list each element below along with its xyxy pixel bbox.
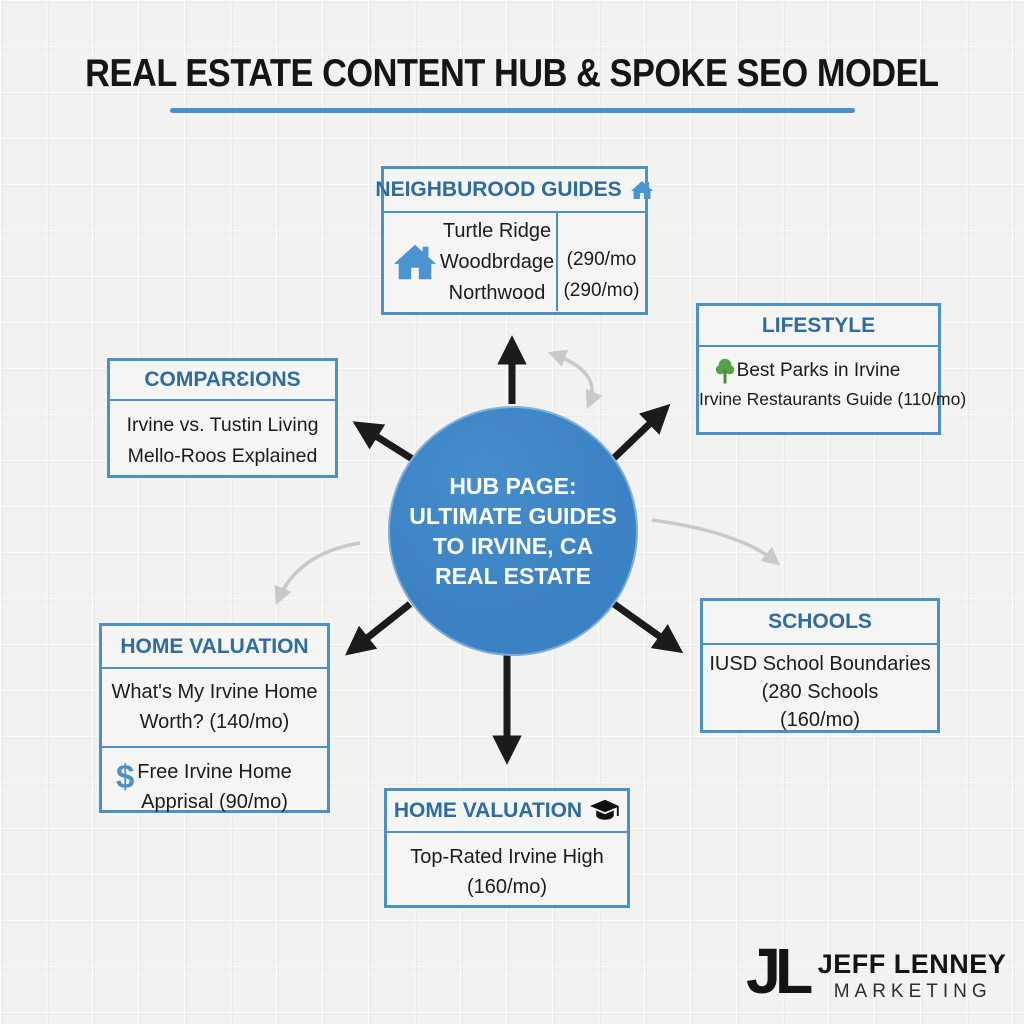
page-title: REAL ESTATE CONTENT HUB & SPOKE SEO MODE…: [0, 52, 1024, 96]
neighborhood-guides-header-label: NEIGHBUROOD GUIDES: [375, 178, 622, 201]
title-underline: [170, 108, 855, 113]
hub-line: HUB PAGE:: [449, 473, 577, 499]
home-valuation-line: Apprisal (90/mo): [141, 791, 288, 813]
home-valuation-header: HOME VALUATION: [102, 626, 327, 669]
logo-monogram: JL: [746, 935, 813, 1007]
schools-box: SCHOOLS IUSD School Boundaries (280 Scho…: [700, 598, 940, 733]
lifestyle-box: LIFESTYLE Best Parks in Irvine Irvine Re…: [696, 303, 967, 435]
comparisons-line: Irvine vs. Tustin Living: [126, 414, 319, 436]
arrow-hub-to-schools: [611, 601, 684, 654]
lifestyle-header-label: LIFESTYLE: [761, 313, 876, 337]
neighborhood-guides-box: NEIGHBUROOD GUIDES Turtle Ridge Woodbrda…: [375, 166, 653, 315]
comparisons-header-label: COMPARƐIONS: [144, 368, 301, 391]
lifestyle-body: Best Parks in Irvine Irvine Restaurants …: [699, 347, 967, 413]
page-title-text: REAL ESTATE CONTENT HUB & SPOKE SEO MODE…: [85, 52, 939, 95]
hub-line: TO IRVINE, CA: [432, 533, 594, 559]
arrow-hub-to-home-valuation: [345, 601, 413, 656]
schools-body: IUSD School Boundaries (280 Schools (160…: [703, 645, 937, 734]
bottom-schools-body: Top-Rated Irvine High (160/mo): [387, 833, 627, 902]
house-icon: [630, 181, 653, 199]
bottom-schools-line: Top-Rated Irvine High: [410, 846, 604, 868]
brand-logo: JL JEFF LENNEY MARKETING: [746, 935, 1007, 1007]
schools-line: (160/mo): [779, 709, 861, 731]
hub-line: REAL ESTATE: [435, 563, 591, 589]
lifestyle-header: LIFESTYLE: [699, 306, 938, 347]
bottom-schools-header-label: HOME VALUATION: [393, 799, 583, 822]
neighborhood-item: Turtle Ridge: [442, 219, 552, 242]
comparisons-line: Mello-Roos Explained: [127, 445, 318, 467]
home-valuation-box: HOME VALUATION What's My Irvine Home Wor…: [99, 623, 330, 813]
house-icon: [393, 244, 437, 280]
comparisons-box: COMPARƐIONS Irvine vs. Tustin Living Mel…: [107, 358, 338, 478]
bottom-schools-box: HOME VALUATION Top-Rated Irvine High (16…: [384, 788, 630, 908]
home-valuation-header-label: HOME VALUATION: [120, 634, 309, 658]
neighborhood-guides-body: Turtle Ridge Woodbrdage Northwood (290/m…: [384, 213, 645, 311]
home-valuation-row1: What's My Irvine Home Worth? (140/mo): [102, 669, 327, 748]
home-valuation-line: Worth? (140/mo): [139, 711, 290, 733]
arrow-hub-to-lifestyle: [611, 403, 671, 461]
bottom-schools-line: (160/mo): [466, 876, 548, 898]
schools-header: SCHOOLS: [703, 601, 937, 645]
schools-header-label: SCHOOLS: [768, 610, 872, 633]
neighborhood-metrics-cell: (290/mo (290/mo): [558, 213, 645, 311]
home-valuation-line: What's My Irvine Home: [111, 681, 318, 703]
logo-subtitle: MARKETING: [833, 981, 992, 1002]
lifestyle-line: Best Parks in Irvine: [736, 360, 901, 381]
hub-page-circle: HUB PAGE: ULTIMATE GUIDES TO IRVINE, CA …: [388, 406, 638, 656]
neighborhood-item: Northwood: [448, 281, 546, 304]
metric-value: (290/mo): [563, 280, 640, 301]
schools-line: (280 Schools: [761, 681, 879, 703]
bottom-schools-header: HOME VALUATION: [387, 791, 627, 833]
tree-icon: [715, 358, 735, 384]
neighborhood-list: Turtle Ridge Woodbrdage Northwood: [438, 216, 556, 309]
graduation-cap-icon: [590, 799, 619, 820]
arrow-hub-to-comparisons: [352, 421, 416, 463]
curved-arrow-left: [274, 541, 361, 606]
comparisons-body: Irvine vs. Tustin Living Mello-Roos Expl…: [110, 401, 335, 472]
metric-value: (290/mo: [566, 249, 637, 270]
home-valuation-row2: $ Free Irvine Home Apprisal (90/mo): [102, 748, 327, 817]
curved-arrow-top: [547, 349, 603, 410]
neighborhood-guides-names-cell: Turtle Ridge Woodbrdage Northwood: [384, 213, 558, 311]
logo-name: JEFF LENNEY: [817, 949, 1007, 979]
lifestyle-line: Irvine Restaurants Guide (110/mo): [699, 389, 967, 409]
schools-line: IUSD School Boundaries: [709, 653, 931, 675]
home-valuation-line: Free Irvine Home: [137, 761, 292, 783]
logo-text: JEFF LENNEY MARKETING: [818, 942, 1007, 1003]
comparisons-header: COMPARƐIONS: [110, 361, 335, 401]
curved-arrow-right: [651, 518, 781, 566]
dollar-icon: $: [116, 758, 135, 795]
hub-line: ULTIMATE GUIDES: [409, 503, 617, 529]
neighborhood-item: Woodbrdage: [439, 250, 555, 273]
neighborhood-guides-header: NEIGHBUROOD GUIDES: [375, 169, 653, 213]
